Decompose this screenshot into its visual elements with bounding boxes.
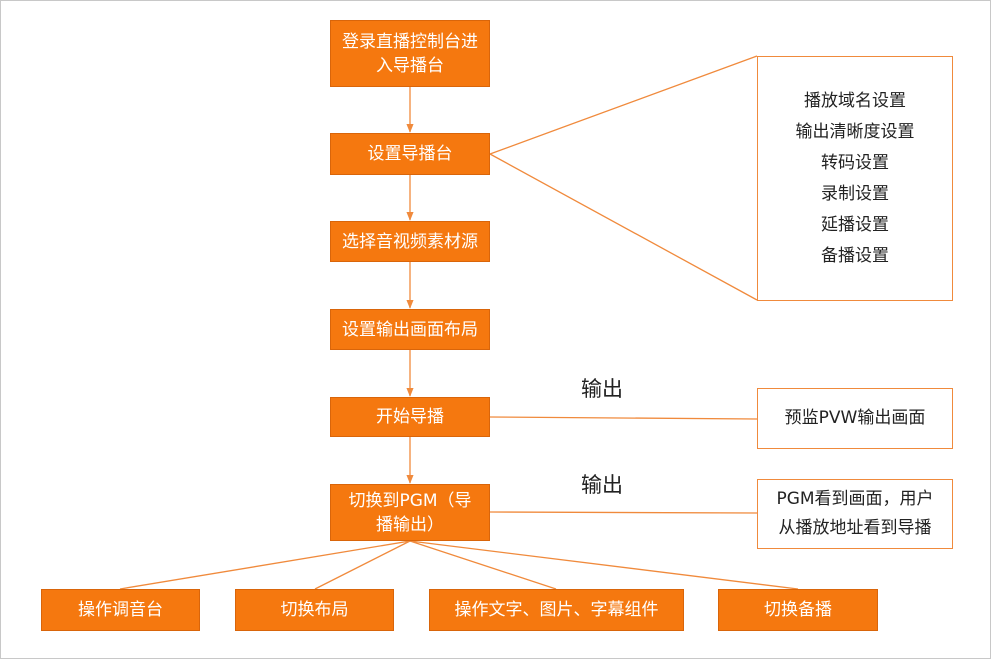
action-label: 操作文字、图片、字幕组件	[454, 600, 659, 620]
settings-item: 延播设置	[821, 214, 889, 235]
action-overlay-components: 操作文字、图片、字幕组件	[429, 589, 684, 631]
settings-item: 备播设置	[821, 245, 889, 266]
pvw-output-label: 输出	[581, 377, 623, 401]
settings-item: 录制设置	[821, 183, 889, 204]
pvw-output-box: 预监PVW输出画面	[757, 388, 953, 449]
step-select-sources: 选择音视频素材源	[330, 221, 490, 262]
settings-item: 输出清晰度设置	[795, 121, 915, 142]
line-to-action-3	[409, 540, 557, 590]
step-login-console: 登录直播控制台进入导播台	[330, 20, 490, 87]
action-audio-mixer: 操作调音台	[41, 589, 200, 631]
pgm-output-text-line1: PGM看到画面，用户	[776, 489, 934, 509]
callout-settings-bottom	[489, 153, 758, 301]
pgm-output-box: PGM看到画面，用户 从播放地址看到导播	[757, 479, 953, 549]
action-label: 操作调音台	[78, 600, 163, 620]
step-label: 设置输出画面布局	[342, 319, 478, 340]
settings-item: 播放域名设置	[804, 90, 906, 111]
action-switch-layout: 切换布局	[235, 589, 394, 631]
line-pgm	[489, 511, 758, 514]
line-to-action-2	[314, 540, 411, 590]
action-switch-backup: 切换备播	[718, 589, 878, 631]
settings-item: 转码设置	[821, 152, 889, 173]
step-label: 选择音视频素材源	[342, 231, 478, 252]
step-set-layout: 设置输出画面布局	[330, 309, 490, 350]
action-label: 切换备播	[764, 600, 832, 620]
step-label: 开始导播	[376, 407, 444, 427]
settings-panel: 播放域名设置 输出清晰度设置 转码设置 录制设置 延播设置 备播设置	[757, 56, 953, 301]
action-label: 切换布局	[280, 600, 349, 620]
pgm-output-label: 输出	[581, 473, 623, 497]
step-switch-pgm: 切换到PGM（导播输出）	[330, 484, 490, 541]
step-label: 切换到PGM（导播输出）	[348, 490, 472, 535]
step-configure-switcher: 设置导播台	[330, 133, 490, 175]
line-to-action-4	[409, 540, 799, 590]
step-label: 设置导播台	[367, 144, 453, 164]
step-start-directing: 开始导播	[330, 397, 490, 437]
pvw-output-text: 预监PVW输出画面	[784, 408, 926, 428]
step-label: 登录直播控制台进入导播台	[342, 31, 478, 76]
line-to-action-1	[119, 540, 411, 590]
callout-settings-top	[489, 55, 758, 155]
line-pvw	[489, 416, 758, 420]
pgm-output-text-line2: 从播放地址看到导播	[778, 518, 932, 538]
